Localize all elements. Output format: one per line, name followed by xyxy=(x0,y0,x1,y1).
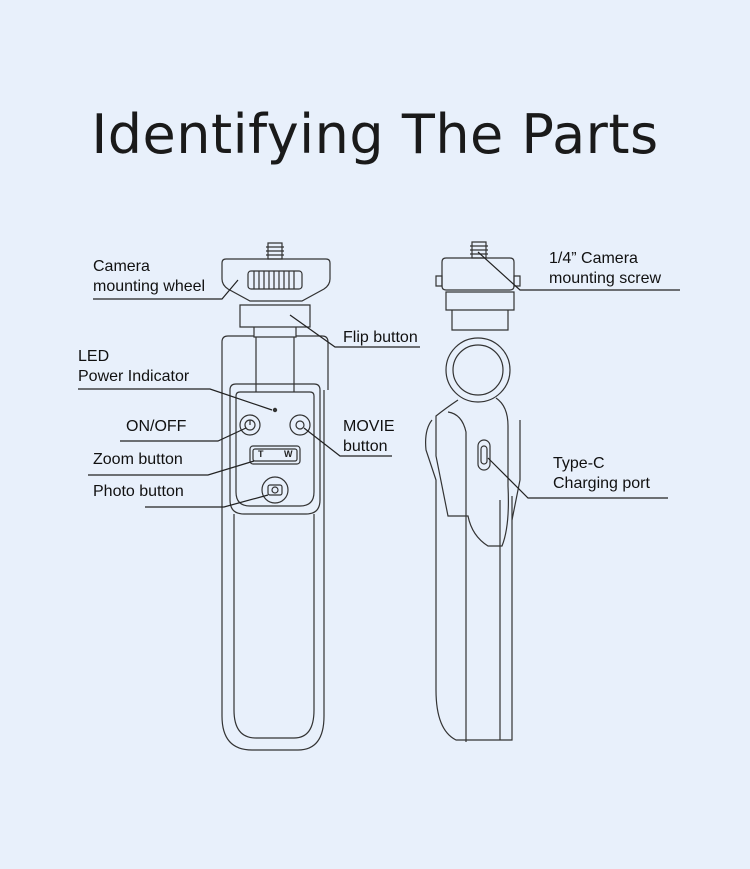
label-line-2: button xyxy=(343,438,388,455)
label-flip-button: Flip button xyxy=(343,329,418,346)
label-line-2: Power Indicator xyxy=(78,368,190,385)
page-title: Identifying The Parts xyxy=(91,103,659,166)
label-camera-mounting-screw: 1/4” Camera mounting screw xyxy=(549,249,661,289)
label-led-power-indicator: LED Power Indicator xyxy=(78,347,189,387)
label-line-1: Type-C xyxy=(553,455,605,472)
label-type-c-port: Type-C Charging port xyxy=(553,454,650,494)
label-line-1: LED xyxy=(78,348,110,365)
front-view-grip xyxy=(221,242,331,751)
label-camera-mounting-wheel: Camera mounting wheel xyxy=(93,257,205,297)
side-view-grip xyxy=(425,241,521,742)
label-line-1: Camera xyxy=(93,258,150,275)
label-zoom-button: Zoom button xyxy=(93,451,183,468)
label-line-2: Charging port xyxy=(553,475,650,492)
label-line-1: MOVIE xyxy=(343,418,395,435)
zoom-key-wide: W xyxy=(284,449,293,459)
label-line-2: mounting wheel xyxy=(93,278,206,295)
zoom-key-tele: T xyxy=(258,449,264,459)
leader-lines xyxy=(78,251,680,508)
label-line-2: mounting screw xyxy=(549,270,662,287)
label-line-1: 1/4” Camera xyxy=(549,250,638,267)
label-on-off: ON/OFF xyxy=(126,418,187,435)
label-photo-button: Photo button xyxy=(93,483,184,500)
label-movie-button: MOVIE button xyxy=(343,417,395,457)
